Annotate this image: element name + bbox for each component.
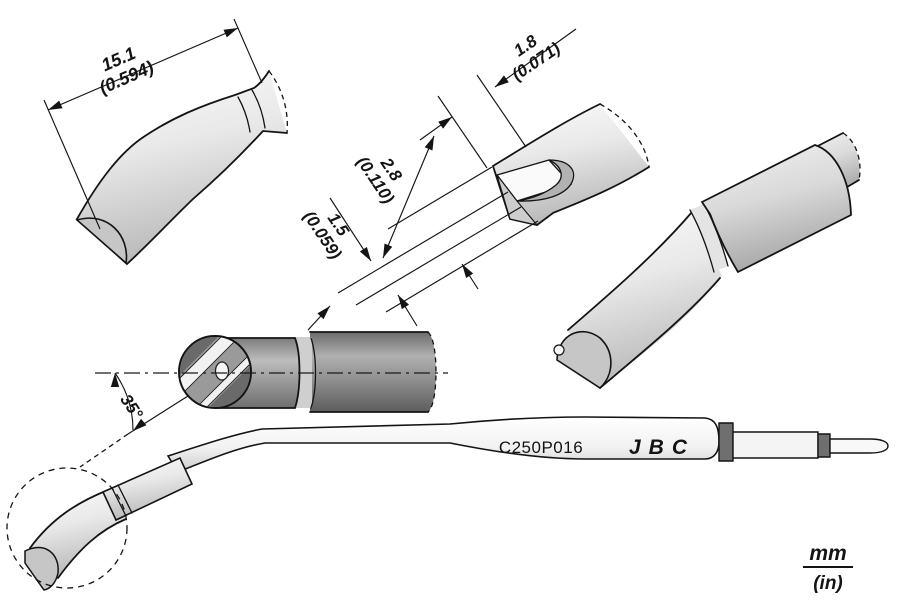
connector-band-2	[817, 433, 831, 458]
view-end-face	[95, 331, 448, 413]
slot-lip	[496, 174, 539, 226]
chisel-face	[24, 546, 59, 591]
connector-band	[718, 422, 734, 462]
detail-callout-circle	[6, 467, 128, 589]
slot-end-on	[553, 344, 565, 356]
cut-plane-dashed-edge	[599, 103, 650, 168]
heater-bore	[214, 361, 230, 381]
slot-inner-wall	[516, 159, 575, 202]
contact-pin	[829, 438, 889, 454]
chisel-face	[75, 217, 128, 265]
connector-barrel	[732, 431, 819, 459]
view-side-bent-tip	[75, 70, 288, 266]
dim-bend-angle: 35°	[116, 391, 146, 423]
scale-legend: mm (in)	[803, 542, 853, 594]
dimension-bend-angle: 35°	[79, 372, 189, 468]
units-secondary: (in)	[813, 573, 843, 594]
units-primary: mm	[809, 542, 846, 565]
view-3d-tip	[553, 132, 861, 390]
view-full-cartridge: C250P016 JBC	[6, 416, 889, 591]
chisel-face	[556, 330, 612, 390]
brand-logo: JBC	[629, 436, 695, 459]
part-number-label: C250P016	[499, 438, 583, 457]
view-slot-detail	[491, 103, 650, 226]
